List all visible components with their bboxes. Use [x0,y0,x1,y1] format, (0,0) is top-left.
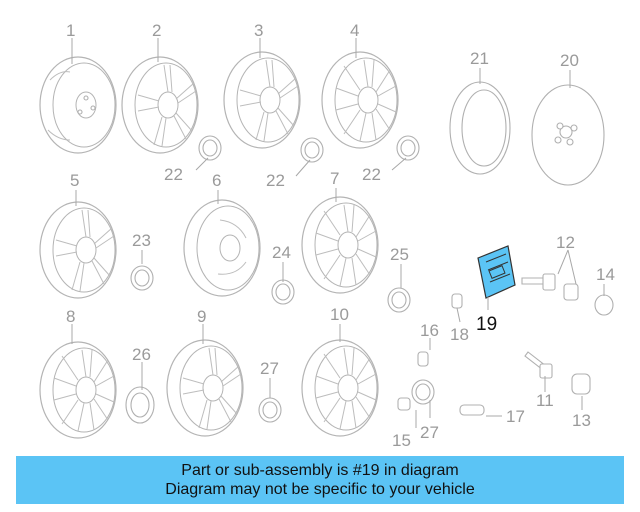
center-cap-22b[interactable] [300,137,324,163]
callout-9: 9 [197,307,206,326]
callout-17: 17 [506,407,525,426]
callout-5: 5 [70,171,79,190]
wheel-parts-diagram: 1 2 3 4 21 20 22 22 22 5 6 7 23 24 25 12… [39,21,615,450]
center-cap-27b[interactable] [411,379,435,405]
part-16-valve[interactable] [417,351,429,367]
center-cap-25[interactable] [387,287,411,313]
callout-11: 11 [536,391,554,410]
callout-20: 20 [560,51,579,70]
banner-line-2: Diagram may not be specific to your vehi… [165,481,475,498]
part-17-valve[interactable] [459,404,485,416]
wheel-9[interactable] [166,339,244,437]
wheel-cover-21[interactable] [449,81,511,175]
callout-24: 24 [272,243,291,262]
part-15-valve[interactable] [397,397,411,411]
wheel-3[interactable] [223,51,301,149]
callout-4: 4 [350,21,359,40]
callout-13: 13 [572,411,591,430]
callout-22a: 22 [164,165,183,184]
callout-3: 3 [254,21,263,40]
wheel-6[interactable] [183,199,261,297]
callout-6: 6 [212,171,221,190]
part-13-cap[interactable] [571,373,591,395]
callout-2: 2 [152,21,161,40]
part-14-bolt-cap[interactable] [594,294,614,316]
wheel-5[interactable] [39,201,117,299]
callout-23: 23 [132,231,151,250]
callout-7: 7 [330,169,339,188]
callout-25: 25 [390,245,409,264]
wheel-1[interactable] [39,56,117,154]
callout-14: 14 [596,265,615,284]
callout-22c: 22 [362,165,381,184]
part-18-valve-stem[interactable] [451,293,463,323]
callout-21: 21 [470,49,489,68]
center-cap-27a[interactable] [258,397,282,423]
wheel-10[interactable] [301,339,379,437]
wheel-4[interactable] [321,51,399,149]
part-19-placard[interactable] [477,245,516,299]
callout-10: 10 [330,305,349,324]
center-cap-24[interactable] [271,279,295,305]
callout-27a: 27 [260,359,279,378]
center-cap-23[interactable] [130,265,154,291]
callout-26: 26 [132,345,151,364]
callout-22b: 22 [266,171,285,190]
wheel-8[interactable] [39,341,117,439]
wheel-cover-20[interactable] [531,84,605,186]
wheel-2[interactable] [121,56,199,154]
callout-18: 18 [450,325,469,344]
center-cap-22c[interactable] [396,135,420,161]
center-cap-26[interactable] [125,386,155,424]
center-cap-22a[interactable] [198,135,222,161]
callout-1: 1 [66,21,75,40]
callout-19: 19 [476,314,497,335]
info-banner: Part or sub-assembly is #19 in diagram D… [16,456,624,504]
part-12-wheel-bolt[interactable] [521,273,579,301]
callout-15: 15 [392,431,411,450]
part-11-bolt[interactable] [524,351,553,379]
banner-line-1: Part or sub-assembly is #19 in diagram [181,462,459,479]
callout-27b: 27 [420,423,439,442]
wheel-7[interactable] [301,196,379,294]
callout-16: 16 [420,321,439,340]
callout-8: 8 [66,307,75,326]
callout-12: 12 [556,233,575,252]
